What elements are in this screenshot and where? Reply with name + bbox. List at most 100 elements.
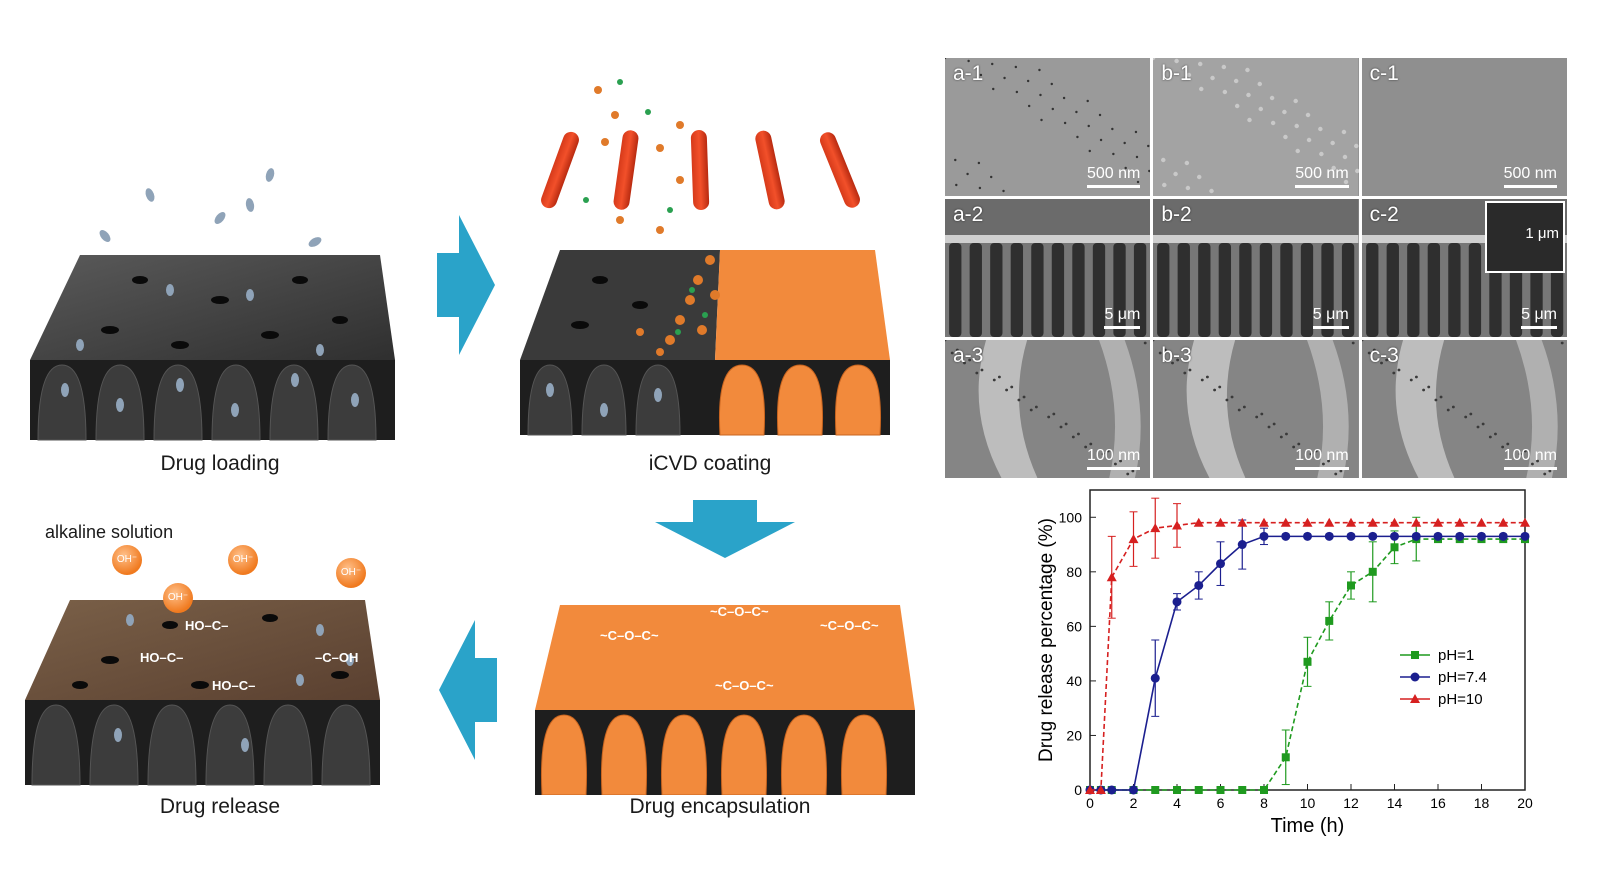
data-point bbox=[1389, 517, 1400, 527]
sem-panel-a-2: a-2 5 μm bbox=[945, 199, 1151, 337]
data-point bbox=[1129, 785, 1138, 795]
sem-image-grid: a-1 500 nm b-1 500 nm c-1 500 nm a-2 5 μm b-2 5 μ… bbox=[945, 58, 1567, 478]
sem-panel-tag: c-1 bbox=[1369, 62, 1399, 85]
scale-bar: 500 nm bbox=[1086, 165, 1141, 188]
sem-panel-tag: b-3 bbox=[1161, 344, 1192, 367]
legend-label: pH=1 bbox=[1438, 647, 1474, 664]
scale-bar: 100 nm bbox=[1295, 447, 1349, 470]
data-point bbox=[1281, 531, 1291, 541]
data-point bbox=[1324, 517, 1335, 527]
sem-panel-tag: c-3 bbox=[1369, 344, 1399, 367]
data-point bbox=[1368, 531, 1378, 541]
data-point bbox=[1498, 531, 1508, 541]
icvd-coating-illustration bbox=[520, 79, 890, 436]
data-point bbox=[1150, 523, 1161, 533]
data-point bbox=[1476, 517, 1487, 527]
data-point bbox=[1173, 786, 1181, 794]
data-point bbox=[1238, 786, 1247, 794]
data-point bbox=[1347, 581, 1355, 590]
series-line-pH=10 bbox=[1090, 521, 1525, 791]
anhydride-group-3: ~C–O–C~ bbox=[820, 618, 879, 633]
hydroxide-ion-4: OH⁻ bbox=[163, 583, 193, 613]
data-point bbox=[1194, 786, 1203, 794]
anhydride-group-2: ~C–O–C~ bbox=[710, 604, 769, 619]
data-point bbox=[1346, 531, 1356, 541]
label-drug-encapsulation: Drug encapsulation bbox=[629, 795, 811, 818]
data-point bbox=[1151, 786, 1160, 794]
sem-panel-tag: a-2 bbox=[953, 203, 984, 226]
series-line-pH=1 bbox=[1090, 538, 1525, 791]
data-point bbox=[1215, 517, 1226, 527]
data-point bbox=[1477, 531, 1486, 541]
x-tick-label: 4 bbox=[1173, 795, 1181, 811]
data-point bbox=[1216, 559, 1225, 569]
x-tick-label: 10 bbox=[1300, 795, 1316, 811]
x-tick-label: 12 bbox=[1343, 795, 1359, 811]
y-tick-label: 60 bbox=[1066, 618, 1082, 634]
arrow-down-icon bbox=[655, 500, 795, 558]
scale-bar: 500 nm bbox=[1503, 165, 1557, 188]
sem-panel-tag: b-2 bbox=[1161, 203, 1192, 226]
data-point bbox=[1280, 517, 1291, 527]
label-drug-loading: Drug loading bbox=[160, 452, 280, 475]
data-point bbox=[1237, 540, 1247, 550]
scale-bar: 5 μm bbox=[1104, 306, 1141, 329]
data-point bbox=[1172, 597, 1182, 607]
sem-panel-tag: a-1 bbox=[953, 62, 984, 85]
sem-panel-c-1: c-1 500 nm bbox=[1361, 58, 1567, 196]
y-tick-label: 80 bbox=[1066, 564, 1082, 580]
data-point bbox=[1303, 657, 1312, 666]
monomer-molecules bbox=[583, 79, 684, 234]
data-point bbox=[1390, 531, 1399, 541]
x-tick-label: 8 bbox=[1260, 795, 1268, 811]
data-point bbox=[1325, 616, 1334, 625]
data-point bbox=[1433, 517, 1443, 527]
legend-label: pH=10 bbox=[1438, 691, 1483, 708]
legend-marker bbox=[1411, 651, 1419, 659]
hydroxide-ion-2: OH⁻ bbox=[228, 545, 258, 575]
sem-panel-b-2: b-2 5 μm bbox=[1153, 199, 1359, 337]
drug-molecules bbox=[61, 168, 359, 417]
sem-panel-tag: a-3 bbox=[953, 344, 984, 367]
data-point bbox=[1128, 534, 1139, 544]
y-tick-label: 20 bbox=[1066, 727, 1082, 743]
data-point bbox=[1216, 786, 1225, 794]
scale-bar: 100 nm bbox=[1503, 447, 1557, 470]
y-tick-label: 100 bbox=[1059, 509, 1083, 525]
arrow-right-icon bbox=[437, 215, 495, 355]
arrow-left-icon bbox=[439, 620, 497, 760]
y-tick-label: 40 bbox=[1066, 673, 1082, 689]
data-point bbox=[1303, 531, 1312, 541]
label-icvd-coating: iCVD coating bbox=[648, 452, 772, 475]
carboxyl-group-2: HO–C– bbox=[140, 650, 184, 665]
data-point bbox=[1433, 531, 1443, 541]
series-line-pH=7.4 bbox=[1090, 535, 1525, 791]
scale-bar: 500 nm bbox=[1295, 165, 1349, 188]
carboxyl-group-4: HO–C– bbox=[212, 678, 256, 693]
data-point bbox=[1237, 517, 1248, 527]
sem-panel-a-1: a-1 500 nm bbox=[945, 58, 1151, 196]
x-tick-label: 20 bbox=[1517, 795, 1533, 811]
sem-panel-b-3: b-3 100 nm bbox=[1153, 340, 1359, 478]
anhydride-group-1: ~C–O–C~ bbox=[600, 628, 659, 643]
data-point bbox=[1498, 517, 1509, 527]
x-tick-label: 6 bbox=[1217, 795, 1225, 811]
sem-panel-tag: b-1 bbox=[1161, 62, 1192, 85]
hydroxide-ion-3: OH⁻ bbox=[336, 558, 366, 588]
scale-bar: 5 μm bbox=[1312, 306, 1349, 329]
data-point bbox=[1367, 517, 1378, 527]
anhydride-group-4: ~C–O–C~ bbox=[715, 678, 774, 693]
sem-panel-tag: c-2 bbox=[1369, 203, 1399, 226]
drug-release-illustration bbox=[25, 600, 380, 786]
data-point bbox=[1095, 785, 1106, 794]
x-tick-label: 14 bbox=[1387, 795, 1403, 811]
x-tick-label: 18 bbox=[1474, 795, 1490, 811]
scale-bar: 5 μm bbox=[1521, 306, 1557, 329]
data-point bbox=[1520, 517, 1530, 527]
legend-marker bbox=[1410, 672, 1420, 682]
data-point bbox=[1324, 531, 1334, 541]
data-point bbox=[1520, 531, 1530, 541]
x-tick-label: 16 bbox=[1430, 795, 1446, 811]
